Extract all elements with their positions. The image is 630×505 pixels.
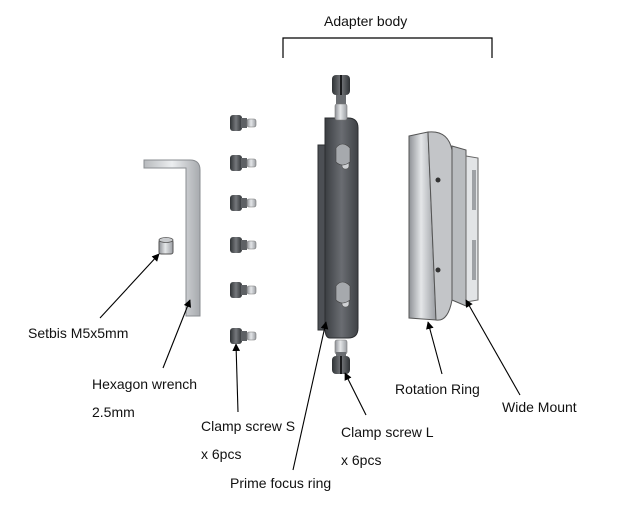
leader-clamp-screw-l bbox=[344, 372, 367, 416]
label-hexagon-wrench-line2: 2.5mm bbox=[92, 404, 135, 420]
clamp-screws-s bbox=[230, 115, 257, 344]
label-rotation-ring: Rotation Ring bbox=[395, 381, 480, 397]
leader-wide-mount bbox=[465, 299, 521, 396]
leader-prime-focus-ring bbox=[292, 321, 329, 471]
label-setbis: Setbis M5x5mm bbox=[28, 325, 129, 341]
leader-hexagon-wrench bbox=[162, 299, 192, 369]
clamp-screw-l-top bbox=[332, 75, 350, 121]
label-clamp-screw-l-line1: Clamp screw L bbox=[341, 424, 434, 440]
label-clamp-screw-s-line2: x 6pcs bbox=[201, 446, 242, 462]
label-clamp-screw-l-line2: x 6pcs bbox=[341, 452, 382, 468]
leader-rotation-ring bbox=[426, 321, 443, 375]
leader-clamp-screw-s bbox=[232, 343, 241, 413]
rotation-ring bbox=[408, 131, 453, 321]
wide-mount bbox=[451, 145, 479, 307]
leader-setbis bbox=[99, 253, 160, 319]
label-clamp-screw-s-line1: Clamp screw S bbox=[201, 418, 296, 434]
label-adapter-body: Adapter body bbox=[324, 13, 408, 29]
setbis-screw bbox=[158, 237, 174, 255]
label-wide-mount: Wide Mount bbox=[502, 399, 577, 415]
clamp-screw-l-bottom bbox=[332, 339, 350, 374]
hexagon-wrench bbox=[143, 159, 201, 317]
label-prime-focus-ring: Prime focus ring bbox=[230, 475, 332, 491]
adapter-body-bracket bbox=[282, 37, 493, 58]
label-hexagon-wrench-line1: Hexagon wrench bbox=[92, 376, 198, 392]
prime-focus-ring bbox=[317, 117, 359, 339]
